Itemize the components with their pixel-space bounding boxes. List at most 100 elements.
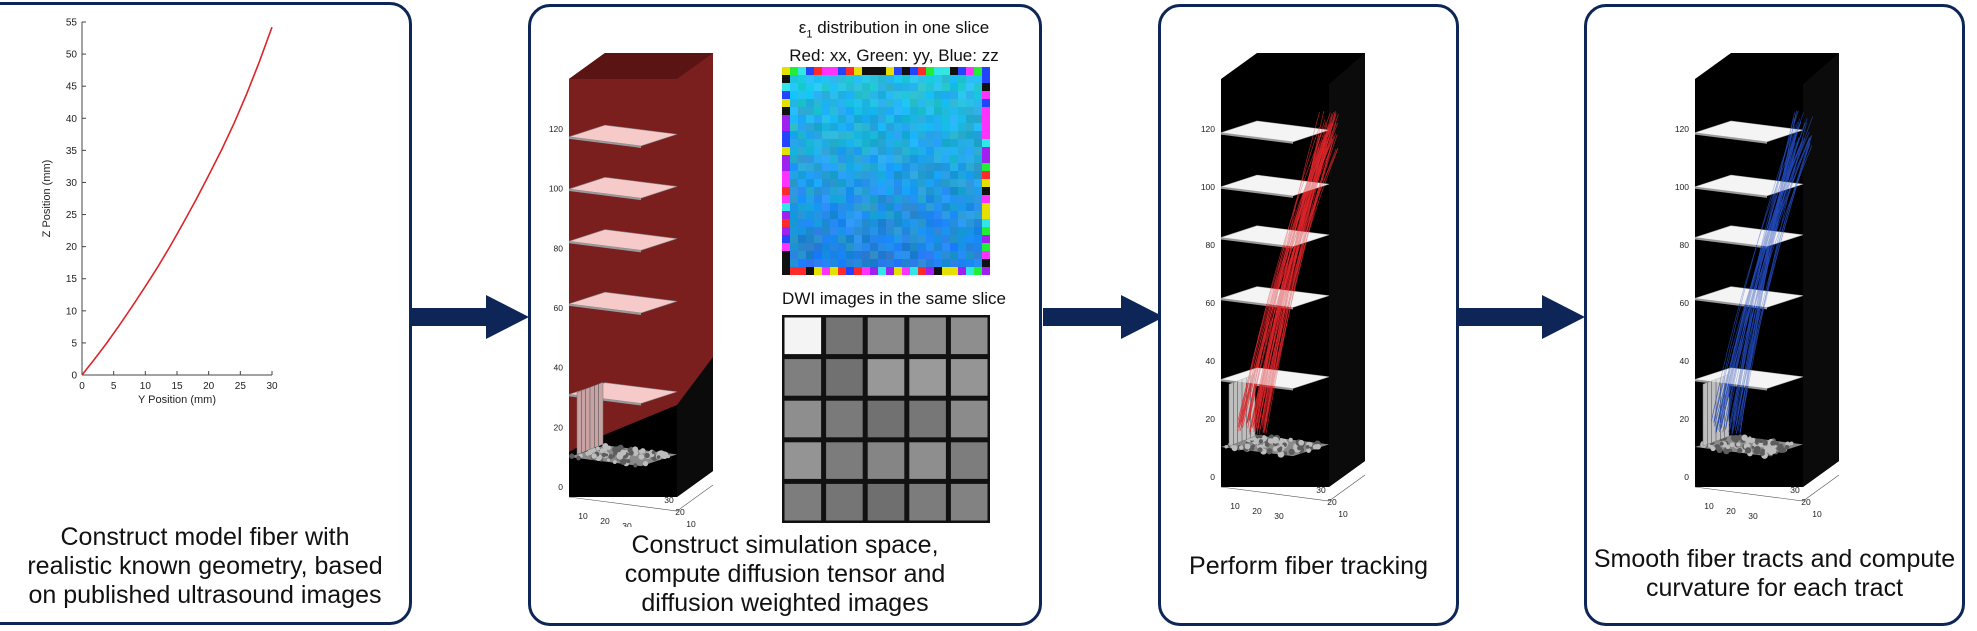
e1-pixel	[902, 107, 911, 116]
e1-pixel	[918, 211, 927, 220]
e1-pixel	[958, 179, 967, 188]
e1-pixel	[966, 195, 975, 204]
fiber-tract	[1254, 131, 1322, 434]
e1-pixel	[910, 203, 919, 212]
slice-texture	[1744, 447, 1752, 454]
e1-pixel	[782, 75, 791, 84]
e1-pixel	[934, 163, 943, 172]
e1-pixel	[902, 155, 911, 164]
e1-pixel	[830, 267, 839, 275]
e1-pixel	[950, 83, 959, 92]
e1-pixel	[830, 131, 839, 140]
slice-texture	[601, 452, 607, 458]
caption-smoothing: Smooth fiber tracts and compute curvatur…	[1587, 545, 1962, 603]
e1-pixel	[982, 91, 990, 100]
slice-texture	[1277, 447, 1282, 453]
e1-pixel	[798, 187, 807, 196]
slice-texture	[1264, 441, 1270, 447]
e1-pixel	[798, 267, 807, 275]
e1-pixel	[814, 75, 823, 84]
e1-pixel	[950, 107, 959, 116]
e1-pixel	[926, 259, 935, 268]
e1-pixel	[814, 83, 823, 92]
e1-pixel	[830, 211, 839, 220]
e1-pixel	[894, 171, 903, 180]
e1-pixel	[918, 91, 927, 100]
e1-pixel	[950, 163, 959, 172]
e1-pixel	[958, 243, 967, 252]
e1-pixel	[918, 259, 927, 268]
e1-pixel	[814, 147, 823, 156]
e1-pixel	[894, 187, 903, 196]
slice-texture	[1751, 445, 1755, 449]
e1-pixel	[822, 219, 831, 228]
e1-pixel	[918, 171, 927, 180]
e1-pixel	[854, 155, 863, 164]
e1-pixel	[910, 195, 919, 204]
e1-pixel	[878, 155, 887, 164]
z-tick-label: 0	[558, 482, 563, 492]
e1-pixel	[902, 139, 911, 148]
dwi-image	[909, 442, 946, 479]
e1-pixel	[822, 155, 831, 164]
e1-pixel	[966, 187, 975, 196]
e1-pixel	[886, 147, 895, 156]
e1-pixel	[862, 91, 871, 100]
dwi-image	[950, 359, 988, 396]
e1-pixel	[894, 235, 903, 244]
y-tick-label: 55	[66, 18, 78, 29]
dwi-image	[826, 483, 863, 521]
z-tick-label: 100	[549, 184, 563, 194]
e1-pixel	[966, 155, 975, 164]
axis-frame	[1220, 474, 1366, 502]
e1-pixel	[926, 139, 935, 148]
e1-pixel	[910, 179, 919, 188]
e1-pixel	[806, 99, 815, 108]
e1-pixel	[798, 211, 807, 220]
e1-pixel	[822, 115, 831, 124]
z-tick-label: 40	[554, 363, 564, 373]
e1-pixel	[950, 147, 959, 156]
image-slice-overlay	[1221, 175, 1329, 196]
e1-pixel	[878, 123, 887, 132]
e1-pixel	[814, 211, 823, 220]
caption-fiber-tracking: Perform fiber tracking	[1161, 552, 1456, 581]
e1-pixel	[830, 115, 839, 124]
slice-texture	[1749, 439, 1754, 444]
e1-pixel	[870, 195, 879, 204]
e1-pixel	[782, 107, 791, 116]
e1-pixel	[798, 155, 807, 164]
e1-pixel	[918, 203, 927, 212]
e1-pixel	[902, 115, 911, 124]
e1-pixel	[918, 219, 927, 228]
caption-line: Perform fiber tracking	[1189, 552, 1428, 580]
e1-pixel	[846, 139, 855, 148]
e1-pixel	[982, 155, 990, 164]
fiber-tract	[1239, 122, 1339, 427]
y-axis-label: Z Position (mm)	[41, 160, 53, 238]
y-tick-label: 30	[1790, 485, 1800, 495]
e1-pixel	[982, 75, 990, 84]
e1-pixel	[862, 75, 871, 84]
image-slice-overlay	[1695, 367, 1803, 389]
e1-pixel	[878, 267, 887, 275]
e1-pixel	[958, 123, 967, 132]
e1-pixel	[814, 251, 823, 260]
e1-pixel	[790, 251, 799, 260]
e1-pixel	[958, 251, 967, 260]
e1-pixel	[870, 267, 879, 275]
e1-pixel	[910, 99, 919, 108]
caption-line: Construct model fiber with	[60, 523, 350, 551]
e1-pixel	[862, 139, 871, 148]
e1-pixel	[894, 267, 903, 275]
dwi-image	[950, 317, 988, 355]
e1-pixel	[846, 259, 855, 268]
e1-pixel	[934, 83, 943, 92]
e1-pixel	[942, 227, 951, 236]
e1-pixel	[918, 131, 927, 140]
e1-pixel	[974, 163, 983, 172]
e1-pixel	[958, 171, 967, 180]
dwi-image	[867, 317, 905, 355]
e1-pixel	[830, 67, 839, 76]
